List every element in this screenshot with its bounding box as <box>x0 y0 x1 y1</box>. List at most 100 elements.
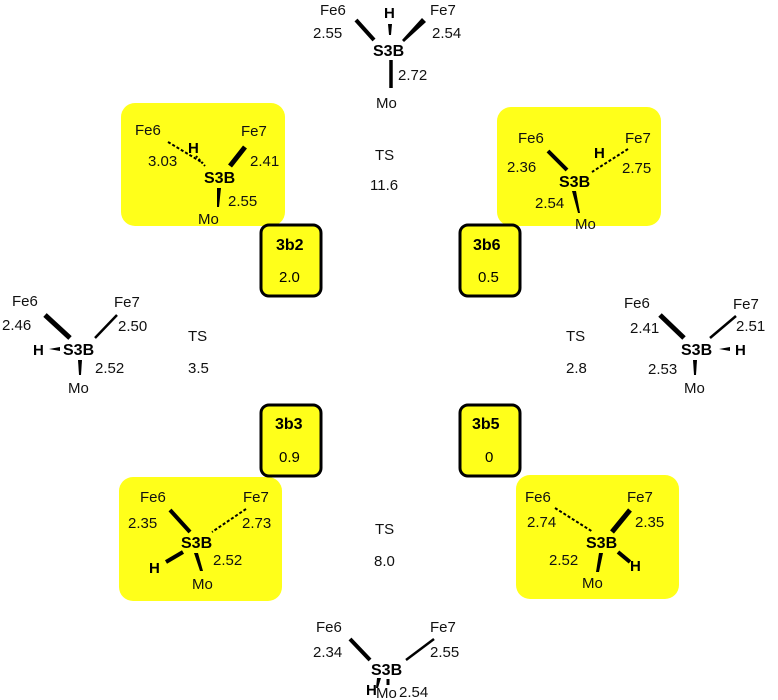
hydrogen-label: H <box>630 558 641 575</box>
s3b-label: S3B <box>204 170 235 187</box>
dashed-bond-fe6 <box>167 141 204 164</box>
mo-label: Mo <box>684 380 705 397</box>
state-box-frame <box>458 223 522 298</box>
ts-left-label: TS 3.5 <box>188 328 209 377</box>
distance-fe7: 2.35 <box>635 514 664 531</box>
mo-label: Mo <box>376 685 397 700</box>
structure-top-ts: Fe6 Fe7 2.55 2.54 H S3B 2.72 Mo <box>313 2 461 112</box>
bond-h <box>616 550 632 564</box>
ts-energy: 8.0 <box>374 553 395 570</box>
structure-upper-right: Fe6 Fe7 H 2.36 2.75 S3B 2.54 Mo <box>507 130 651 233</box>
distance-fe6: 2.34 <box>313 644 342 661</box>
mo-label: Mo <box>198 211 219 228</box>
hydrogen-label: H <box>188 140 199 157</box>
fe7-label: Fe7 <box>733 296 759 313</box>
wedge-bond-mo <box>217 188 221 207</box>
hydrogen-label: H <box>33 342 44 359</box>
fe6-label: Fe6 <box>525 489 551 506</box>
s3b-label: S3B <box>63 342 94 359</box>
s3b-label: S3B <box>586 535 617 552</box>
bond-fe6 <box>168 508 192 534</box>
ts-label: TS <box>375 521 394 538</box>
bond-fe7 <box>228 145 247 168</box>
state-box-frame <box>458 403 522 478</box>
dashed-bond-fe6 <box>554 507 594 533</box>
fe6-label: Fe6 <box>518 130 544 147</box>
distance-fe7: 2.41 <box>250 153 279 170</box>
distance-mo: 2.52 <box>95 360 124 377</box>
distance-mo: 2.54 <box>399 684 428 700</box>
s3b-label: S3B <box>373 43 404 60</box>
highlight-panel-upper-right <box>497 107 661 226</box>
distance-mo: 2.53 <box>648 361 677 378</box>
hydrogen-label: H <box>366 682 377 699</box>
s3b-label: S3B <box>181 535 212 552</box>
s3b-label: S3B <box>371 662 402 679</box>
distance-mo: 2.72 <box>398 67 427 84</box>
highlight-panel-upper-left <box>121 103 285 226</box>
wedge-bond-mo <box>572 191 580 213</box>
distance-fe6: 3.03 <box>148 153 177 170</box>
hydrogen-label: H <box>149 560 160 577</box>
wedge-bond-h <box>719 347 730 351</box>
state-box-3b3: 3b3 0.9 <box>259 403 323 478</box>
fe6-label: Fe6 <box>624 295 650 312</box>
ts-energy: 3.5 <box>188 360 209 377</box>
dashed-bond-fe7 <box>591 148 629 173</box>
fe7-label: Fe7 <box>627 489 653 506</box>
bond-fe6 <box>546 149 569 172</box>
distance-fe6: 2.74 <box>527 514 556 531</box>
state-energy: 0 <box>485 449 493 466</box>
fe7-label: Fe7 <box>241 123 267 140</box>
structure-bottom-ts: Fe6 Fe7 2.34 2.55 S3B H 2.54 Mo <box>313 619 459 700</box>
distance-mo: 2.54 <box>535 195 564 212</box>
wedge-bond-mo <box>693 360 697 375</box>
distance-fe7: 2.75 <box>622 160 651 177</box>
wedge-bond-h <box>49 347 60 351</box>
mo-label: Mo <box>575 216 596 233</box>
distance-fe7: 2.55 <box>430 644 459 661</box>
bond-fe7 <box>405 638 435 661</box>
wedge-bond-mo <box>78 360 82 375</box>
state-name: 3b6 <box>473 237 501 254</box>
s3b-label: S3B <box>681 342 712 359</box>
structure-lower-left: Fe6 Fe7 2.35 2.73 S3B H 2.52 Mo <box>128 489 271 593</box>
ts-bottom-label: TS 8.0 <box>374 521 395 570</box>
structure-upper-left: Fe6 Fe7 H 3.03 2.41 S3B 2.55 Mo <box>135 122 279 228</box>
state-box-3b2: 3b2 2.0 <box>259 223 323 298</box>
wedge-bond-h <box>388 24 392 35</box>
distance-mo: 2.52 <box>549 552 578 569</box>
fe6-label: Fe6 <box>135 122 161 139</box>
mo-label: Mo <box>192 576 213 593</box>
distance-fe6: 2.35 <box>128 515 157 532</box>
distance-fe6: 2.46 <box>2 317 31 334</box>
fe6-label: Fe6 <box>140 489 166 506</box>
state-box-3b5: 3b5 0 <box>458 403 522 478</box>
distance-fe7: 2.50 <box>118 318 147 335</box>
dashed-bond-fe7 <box>211 508 247 533</box>
bond-fe6 <box>43 313 72 340</box>
wedge-bond-fe7 <box>402 18 426 42</box>
bond-fe6 <box>354 18 376 42</box>
distance-fe6: 2.55 <box>313 25 342 42</box>
mo-label: Mo <box>68 380 89 397</box>
bond-fe6 <box>658 313 686 340</box>
wedge-bond-h <box>376 678 381 688</box>
fe7-label: Fe7 <box>430 2 456 19</box>
bond-fe7 <box>709 315 737 339</box>
ts-energy: 2.8 <box>566 360 587 377</box>
state-box-frame <box>259 223 323 298</box>
structure-right: Fe6 Fe7 2.41 2.51 S3B H 2.53 Mo <box>624 295 765 397</box>
fe7-label: Fe7 <box>625 130 651 147</box>
distance-fe7: 2.73 <box>242 515 271 532</box>
ts-right-label: TS 2.8 <box>566 328 587 377</box>
hydrogen-label: H <box>594 145 605 162</box>
wedge-bond-mo <box>596 553 603 572</box>
ts-label: TS <box>188 328 207 345</box>
state-energy: 0.9 <box>279 449 300 466</box>
mo-label: Mo <box>376 95 397 112</box>
ts-top-label: TS 11.6 <box>370 147 398 194</box>
distance-fe7: 2.54 <box>432 25 461 42</box>
state-box-3b6: 3b6 0.5 <box>458 223 522 298</box>
